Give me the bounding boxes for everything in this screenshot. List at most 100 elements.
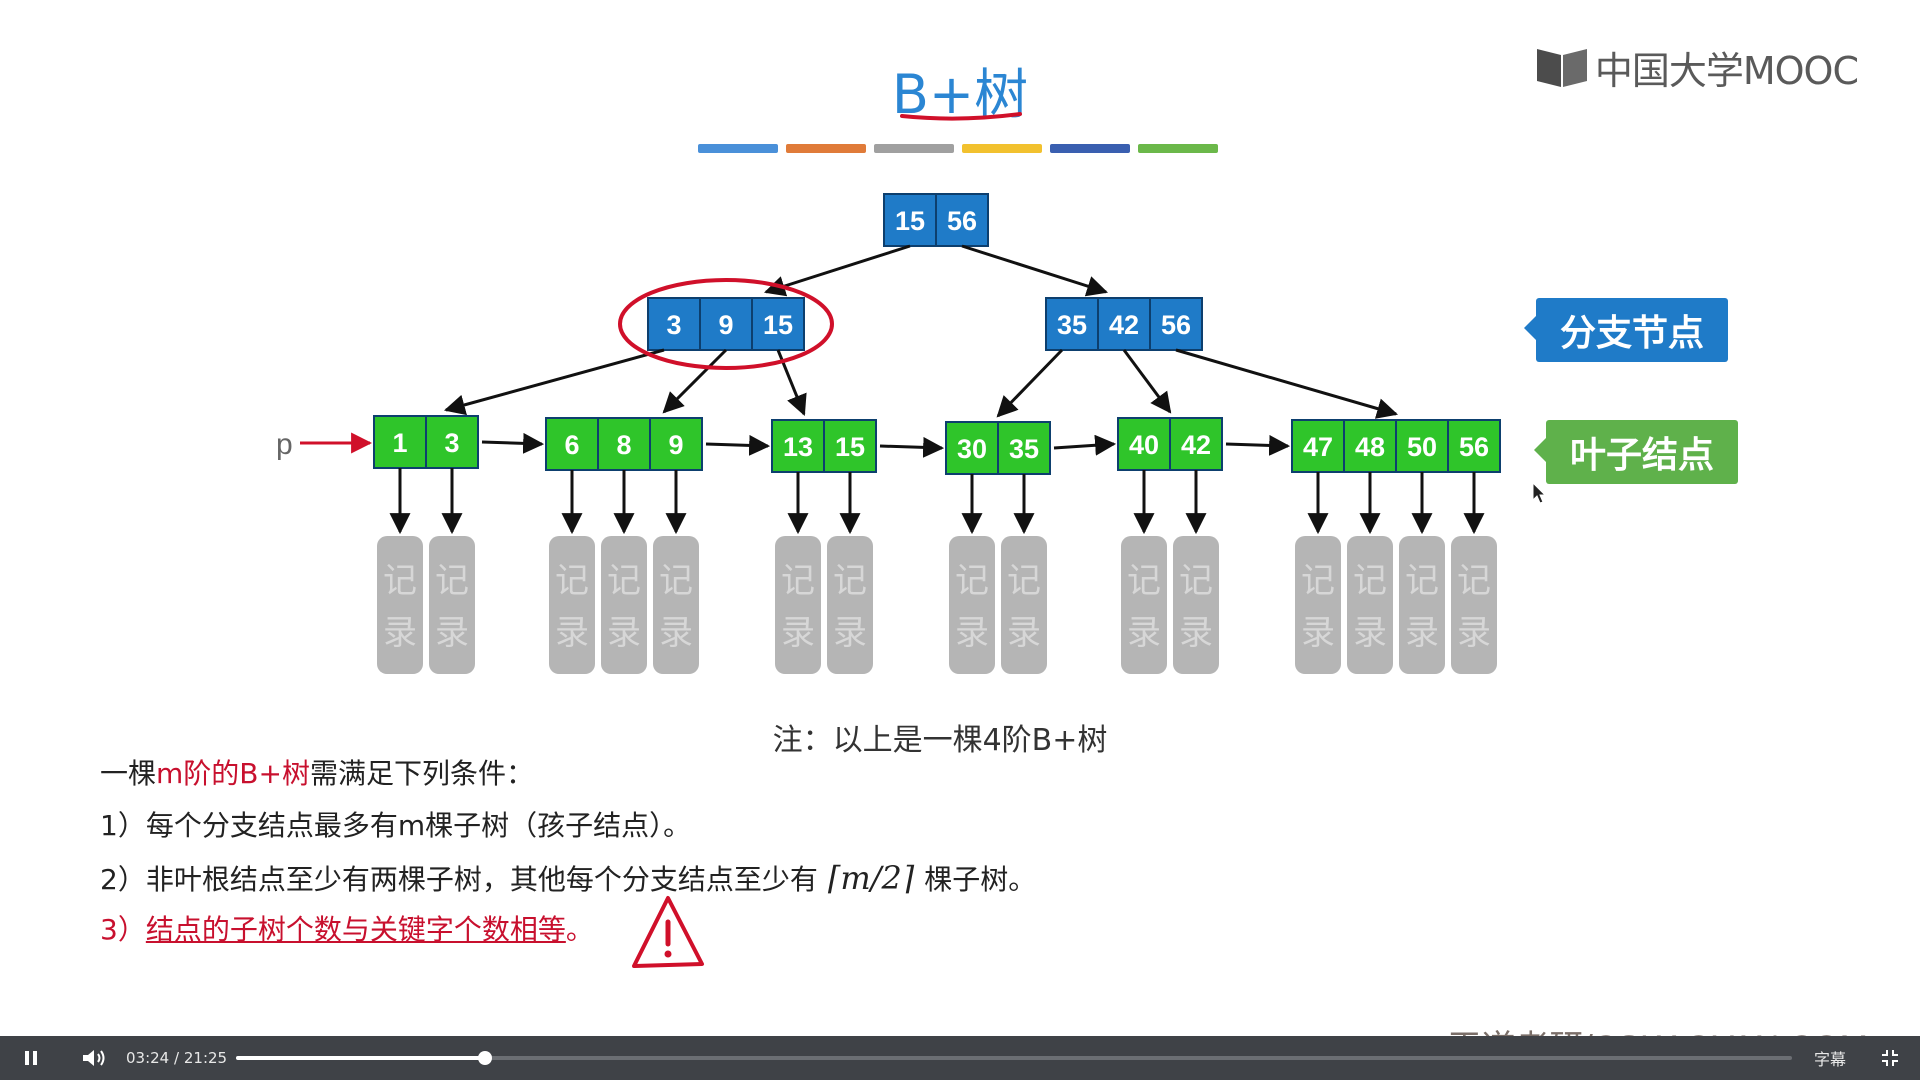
record-block <box>1121 536 1167 674</box>
record-block <box>429 536 475 674</box>
leaf-link-arrow <box>705 434 771 456</box>
record-char: 录 <box>1353 613 1387 653</box>
record-char: 录 <box>955 613 989 653</box>
record-char: 录 <box>435 613 469 653</box>
pointer-p-label: p <box>276 428 293 461</box>
record-char: 记 <box>607 561 641 601</box>
exit-fullscreen-icon <box>1882 1050 1898 1066</box>
branch-node <box>1045 297 1203 351</box>
progress-bar[interactable] <box>236 1051 1792 1065</box>
conditions-list: 一棵m阶的B+树需满足下列条件： 1）每个分支结点最多有m棵子树（孩子结点）。 … <box>100 748 1036 956</box>
record-char: 记 <box>1179 561 1213 601</box>
divider-bar <box>698 144 778 153</box>
volume-button[interactable] <box>74 1036 114 1080</box>
record-block <box>1451 536 1497 674</box>
volume-icon <box>83 1050 105 1066</box>
node-key: 47 <box>1303 432 1333 462</box>
branch-child-arrow <box>1175 348 1399 419</box>
node-key: 42 <box>1181 430 1211 460</box>
node-key: 6 <box>564 430 579 460</box>
node-key: 3 <box>666 310 681 340</box>
record-char: 记 <box>1457 561 1491 601</box>
record-block <box>949 536 995 674</box>
tree-order-note: 注：以上是一棵4阶B+树 <box>772 723 1108 758</box>
leaf-link-arrow <box>481 432 545 454</box>
record-block <box>601 536 647 674</box>
video-controls: 03:24 / 21:25 字幕 <box>0 1036 1920 1080</box>
intro-prefix: 一棵 <box>100 757 157 790</box>
record-block <box>775 536 821 674</box>
condition-3-end: 。 <box>565 913 594 946</box>
record-char: 录 <box>659 613 693 653</box>
record-char: 录 <box>781 613 815 653</box>
condition-3-text: 结点的子树个数与关键字个数相等 <box>145 913 566 946</box>
node-key: 13 <box>783 432 813 462</box>
branch-child-arrow <box>662 348 728 414</box>
intro-highlight: m阶的B+树 <box>156 757 310 790</box>
record-block <box>827 536 873 674</box>
record-char: 记 <box>833 561 867 601</box>
record-char: 记 <box>555 561 589 601</box>
record-char: 录 <box>607 613 641 653</box>
record-char: 记 <box>1007 561 1041 601</box>
leaf-link-arrow <box>1225 434 1291 456</box>
progress-knob[interactable] <box>477 1051 492 1065</box>
exit-fullscreen-button[interactable] <box>1872 1036 1908 1080</box>
record-char: 记 <box>1127 561 1161 601</box>
divider-bar <box>786 144 866 153</box>
node-key: 15 <box>895 206 925 236</box>
node-key: 56 <box>1459 432 1489 462</box>
record-block <box>1001 536 1047 674</box>
time-separator: / <box>174 1049 180 1067</box>
node-key: 56 <box>1161 310 1191 340</box>
divider-bar <box>962 144 1042 153</box>
leaf-link-arrow <box>879 436 945 458</box>
record-char: 记 <box>435 561 469 601</box>
mooc-logo: 中国大学MOOC <box>1535 42 1859 93</box>
divider-bar <box>1138 144 1218 153</box>
subtitles-button[interactable]: 字幕 <box>1810 1036 1850 1080</box>
branch-node-tag-label: 分支节点 <box>1559 313 1704 354</box>
record-char: 录 <box>1301 613 1335 653</box>
node-key: 50 <box>1407 432 1437 462</box>
node-key: 35 <box>1057 310 1087 340</box>
record-char: 记 <box>1353 561 1387 601</box>
pause-button[interactable] <box>14 1036 48 1080</box>
root-child-arrow <box>763 244 911 297</box>
node-key: 56 <box>947 206 977 236</box>
node-key: 48 <box>1355 432 1385 462</box>
record-char: 记 <box>383 561 417 601</box>
branch-child-arrow <box>1122 349 1172 414</box>
condition-2-suffix: 棵子树。 <box>924 863 1037 896</box>
mouse-cursor-icon <box>1532 482 1547 504</box>
condition-1: 1）每个分支结点最多有m棵子树（孩子结点）。 <box>100 809 692 842</box>
progress-fill <box>236 1056 485 1060</box>
leaf-node <box>545 417 703 471</box>
title-underline <box>900 112 1022 121</box>
record-block <box>1347 536 1393 674</box>
duration: 21:25 <box>183 1049 228 1067</box>
logo-text: 中国大学MOOC <box>1594 48 1859 93</box>
record-block <box>549 536 595 674</box>
record-char: 录 <box>1405 613 1439 653</box>
record-char: 录 <box>555 613 589 653</box>
ceil-formula: ⌈m/2⌉ <box>827 859 915 897</box>
record-block <box>653 536 699 674</box>
leaf-node-tag-label: 叶子结点 <box>1569 435 1714 476</box>
record-char: 记 <box>955 561 989 601</box>
record-char: 记 <box>781 561 815 601</box>
record-char: 录 <box>383 613 417 653</box>
leaf-link-arrow <box>1053 434 1117 456</box>
color-divider <box>698 144 1218 153</box>
record-char: 录 <box>833 613 867 653</box>
record-char: 录 <box>1127 613 1161 653</box>
condition-2-prefix: 2）非叶根结点至少有两棵子树，其他每个分支结点至少有 <box>100 863 818 896</box>
highlight-circle <box>618 278 834 370</box>
branch-child-arrow <box>996 348 1064 418</box>
branch-child-arrow <box>443 348 665 416</box>
node-key: 15 <box>763 310 793 340</box>
record-block <box>377 536 423 674</box>
record-char: 记 <box>1405 561 1439 601</box>
record-block <box>1173 536 1219 674</box>
